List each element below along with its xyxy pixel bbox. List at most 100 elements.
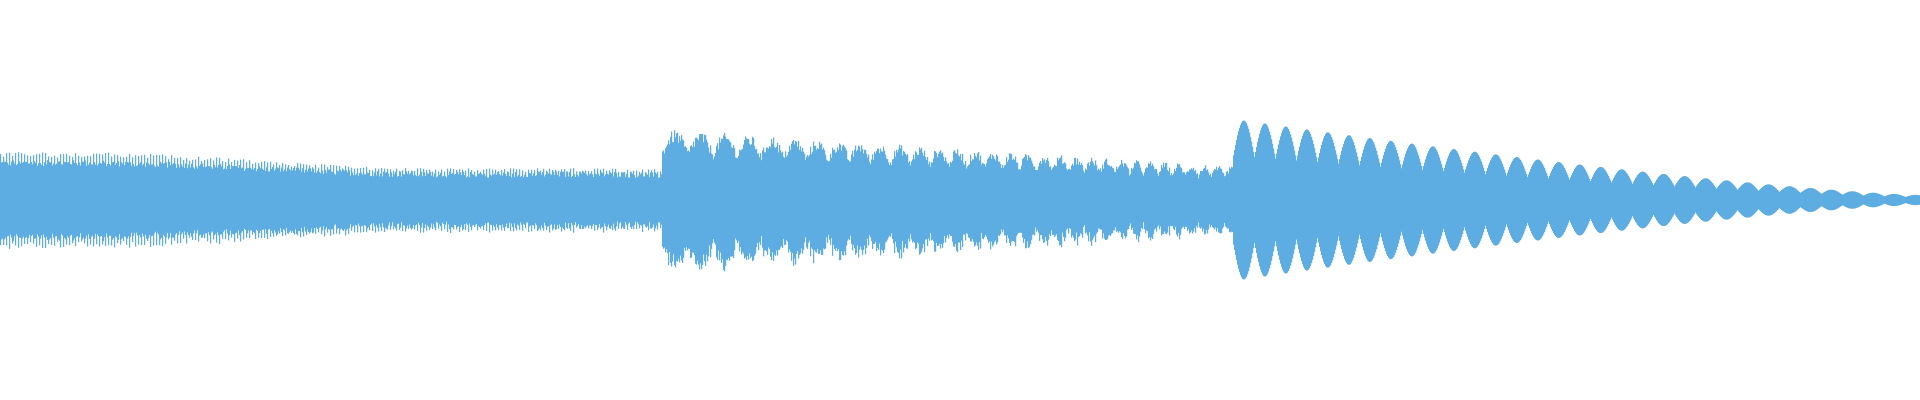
waveform-sample: [1036, 169, 1038, 232]
waveform-sample: [298, 167, 300, 231]
waveform-sample: [1455, 149, 1457, 251]
waveform-sample: [1750, 183, 1752, 217]
waveform-sample: [331, 171, 333, 230]
waveform-sample: [926, 160, 928, 240]
waveform-sample: [1867, 193, 1869, 207]
waveform-sample: [1424, 162, 1426, 238]
waveform-sample: [632, 173, 634, 227]
waveform-sample: [723, 135, 725, 270]
waveform-sample: [1083, 170, 1085, 228]
waveform-sample: [1614, 176, 1616, 224]
waveform-sample: [327, 167, 329, 233]
waveform-sample: [1232, 167, 1234, 232]
waveform-sample: [1492, 156, 1494, 244]
waveform-sample: [948, 163, 950, 239]
waveform-sample: [1005, 164, 1007, 236]
waveform-sample: [462, 169, 464, 231]
waveform-sample: [261, 161, 263, 239]
waveform-sample: [1811, 188, 1813, 212]
waveform-sample: [913, 154, 915, 242]
waveform-sample: [1353, 142, 1355, 258]
waveform-sample: [51, 157, 53, 245]
waveform-sample: [390, 169, 392, 230]
waveform-sample: [279, 165, 281, 234]
waveform-sample: [1546, 173, 1548, 227]
waveform-sample: [421, 171, 423, 228]
waveform-sample: [953, 151, 955, 247]
waveform-sample: [1305, 129, 1307, 271]
waveform-sample: [186, 158, 188, 244]
waveform-sample: [781, 152, 783, 247]
waveform-sample: [535, 176, 537, 224]
waveform-sample: [185, 163, 187, 236]
waveform-sample: [338, 171, 340, 229]
waveform-sample: [431, 175, 433, 224]
waveform-sample: [130, 162, 132, 237]
waveform-sample: [1102, 164, 1104, 239]
waveform-sample: [1439, 157, 1441, 243]
waveform-sample: [132, 157, 134, 243]
waveform-sample: [584, 172, 586, 227]
waveform-sample: [439, 175, 441, 225]
waveform-sample: [1588, 176, 1590, 224]
waveform-sample: [1826, 190, 1828, 210]
waveform-sample: [867, 157, 869, 239]
waveform-sample: [947, 163, 949, 236]
waveform-sample: [451, 174, 453, 228]
waveform-sample: [1425, 159, 1427, 241]
waveform-sample: [128, 162, 130, 237]
waveform-sample: [1619, 169, 1621, 231]
waveform-sample: [1295, 155, 1297, 245]
waveform-sample: [1800, 192, 1802, 208]
waveform-sample: [906, 155, 908, 249]
waveform-sample: [183, 160, 185, 239]
waveform-sample: [172, 164, 174, 238]
waveform-sample: [610, 172, 612, 229]
waveform-sample: [1533, 162, 1535, 238]
waveform-sample: [191, 163, 193, 237]
waveform-sample: [717, 143, 719, 260]
waveform-sample: [1341, 150, 1343, 250]
waveform-sample: [1832, 189, 1834, 211]
waveform-sample: [152, 164, 154, 236]
waveform-sample: [104, 162, 106, 237]
waveform-sample: [1094, 165, 1096, 236]
waveform-sample: [551, 174, 553, 225]
waveform-sample: [1505, 172, 1507, 228]
waveform-sample: [330, 164, 332, 236]
waveform-sample: [1028, 155, 1030, 249]
waveform-sample: [170, 165, 172, 234]
waveform-sample: [161, 163, 163, 238]
waveform-sample: [1743, 183, 1745, 217]
waveform-sample: [1912, 195, 1914, 205]
waveform-sample: [333, 165, 335, 235]
waveform-sample: [1428, 151, 1430, 249]
waveform-sample: [1841, 194, 1843, 206]
waveform-sample: [176, 167, 178, 234]
waveform-sample: [131, 165, 133, 233]
waveform-sample: [1591, 178, 1593, 222]
waveform-sample: [888, 162, 890, 238]
waveform-sample: [871, 159, 873, 242]
waveform-sample: [952, 160, 954, 242]
waveform-sample: [1897, 194, 1899, 206]
waveform-sample: [1582, 165, 1584, 235]
waveform-sample: [1188, 171, 1190, 230]
waveform-sample: [1838, 192, 1840, 208]
waveform-sample: [1772, 185, 1774, 215]
waveform-sample: [464, 175, 466, 225]
waveform-sample: [640, 174, 642, 225]
waveform-sample: [1624, 170, 1626, 230]
waveform-sample: [1620, 169, 1622, 231]
waveform-sample: [1355, 148, 1357, 252]
waveform-sample: [315, 164, 317, 234]
waveform-sample: [335, 174, 337, 225]
waveform-sample: [144, 154, 146, 245]
waveform-sample: [1112, 167, 1114, 234]
waveform-sample: [212, 168, 214, 232]
waveform-sample: [915, 151, 917, 250]
waveform-sample: [1801, 192, 1803, 208]
waveform-sample: [1737, 189, 1739, 211]
waveform-sample: [1280, 136, 1282, 264]
